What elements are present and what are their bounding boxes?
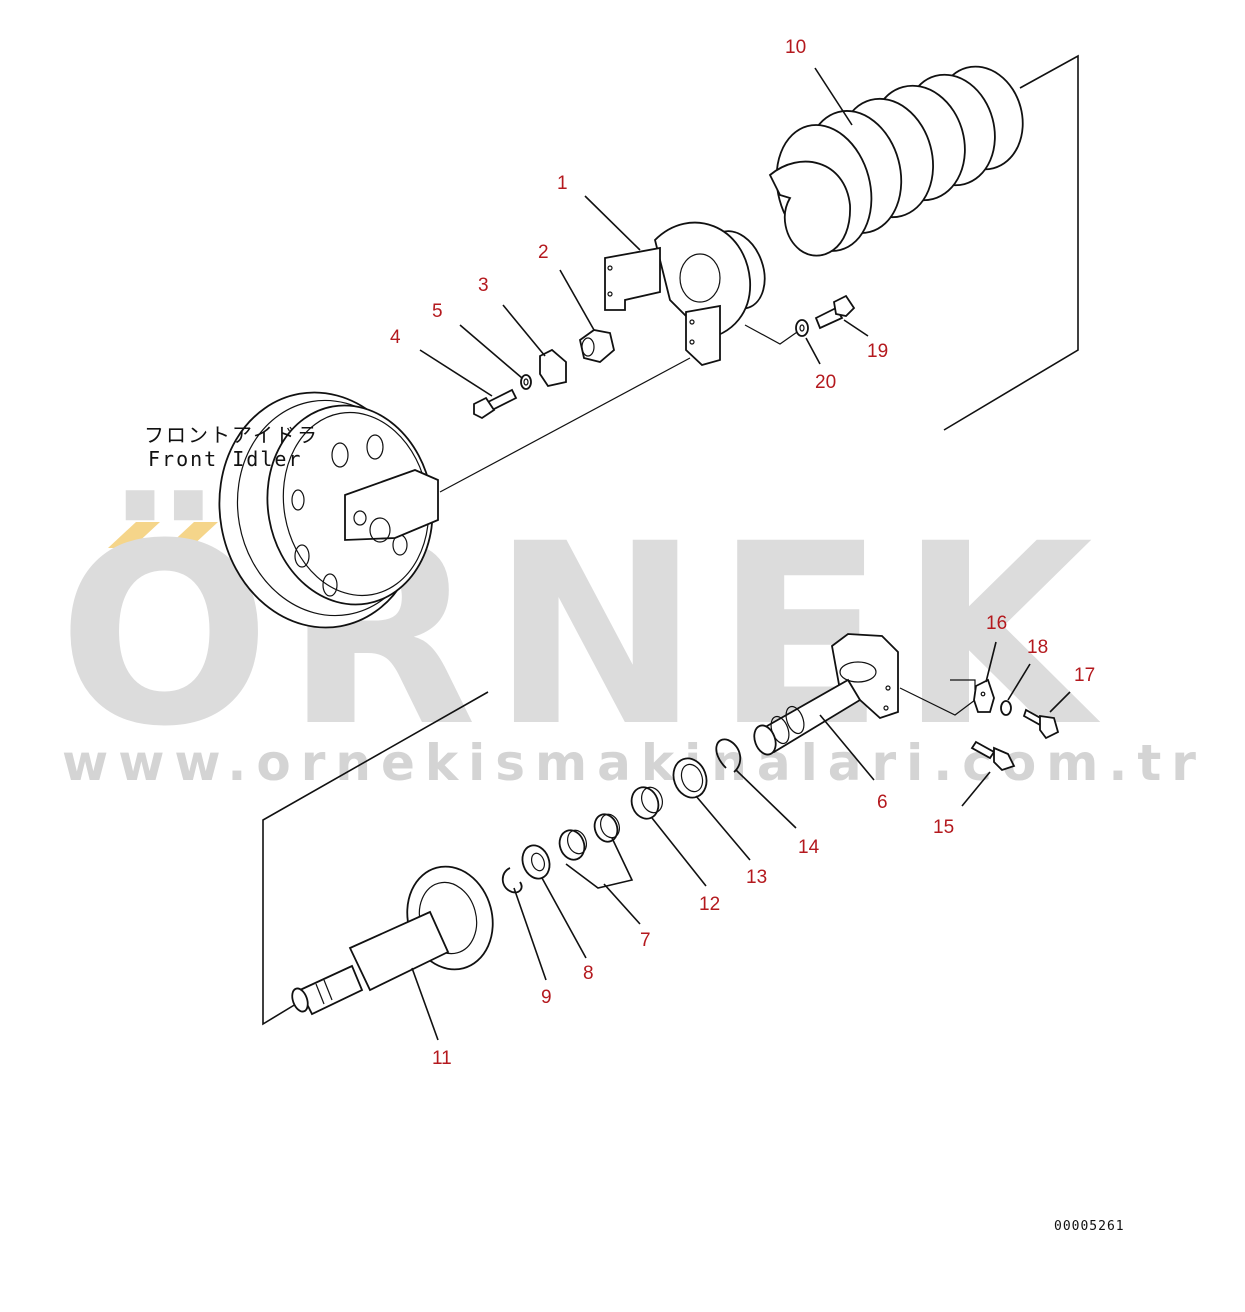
shaft-6-part: [753, 633, 899, 756]
callout-19: 19: [867, 341, 888, 362]
front-idler-wheel: [218, 391, 439, 629]
watermark-url: www.ornekismakinalari.com.tr: [62, 734, 1206, 792]
callout-18: 18: [1027, 637, 1048, 658]
leader-12: [651, 817, 707, 887]
leader-1: [584, 195, 641, 251]
callout-1: 1: [557, 173, 568, 194]
leader-4: [419, 349, 493, 397]
leader-11: [411, 967, 439, 1041]
callout-4: 4: [390, 327, 401, 348]
callout-12: 12: [699, 894, 720, 915]
yoke-part: [604, 221, 766, 367]
callout-17: 17: [1074, 665, 1095, 686]
leader-8: [541, 877, 587, 959]
leader-13: [695, 795, 751, 861]
leader-6: [819, 714, 875, 781]
fitting-15-part: [970, 740, 1016, 772]
callout-16: 16: [986, 613, 1007, 634]
shaft-11-part: [291, 865, 494, 1016]
snap-ring-9-part: [501, 867, 523, 894]
leader-lines: [411, 67, 1071, 1041]
leader-14: [735, 769, 797, 829]
caption-en: Front Idler: [148, 447, 302, 471]
callout-20: 20: [815, 372, 836, 393]
watermark-accent-mark-left: [108, 522, 160, 548]
callouts: 1 2 3 4 5 6 7 8 9 10 11 12 13 14 15 16 1…: [390, 37, 1095, 1069]
bearing-13-part: [672, 757, 708, 799]
callout-8: 8: [583, 963, 594, 984]
leader-15: [961, 771, 991, 807]
callout-6: 6: [877, 792, 888, 813]
bushing-7-part: [558, 813, 621, 861]
bushing-12-part: [630, 786, 663, 820]
callout-13: 13: [746, 867, 767, 888]
frame-upper: [943, 54, 1079, 431]
leader-7b: [603, 883, 641, 925]
watermark-accent-mark-right: [166, 522, 218, 548]
callout-10: 10: [785, 37, 806, 58]
callout-5: 5: [432, 301, 443, 322]
callout-2: 2: [538, 242, 549, 263]
washer-5-part: [520, 374, 532, 390]
callout-7: 7: [640, 930, 651, 951]
washer-18-part: [1000, 700, 1012, 716]
nut-part: [578, 329, 616, 363]
clip-16-part: [973, 678, 995, 713]
leader-3: [502, 304, 546, 357]
frame-lower: [262, 691, 489, 1026]
plate-part: [539, 348, 567, 388]
callout-3: 3: [478, 275, 489, 296]
leader-7: [565, 837, 634, 889]
callout-9: 9: [541, 987, 552, 1008]
leader-10: [814, 67, 853, 126]
leader-9: [513, 887, 547, 981]
bolt-4-part: [473, 388, 518, 420]
washer-20-part: [795, 319, 809, 337]
leader-bracket-16: [899, 687, 976, 716]
spring-part: [768, 65, 1024, 257]
leader-16: [985, 641, 997, 683]
snap-ring-14-part: [715, 738, 742, 773]
leader-19: [843, 319, 869, 337]
centre-line-upper: [439, 357, 691, 493]
leader-5: [459, 324, 523, 379]
bolt-19-part: [814, 294, 856, 330]
leader-17: [1049, 691, 1071, 713]
leader-18: [1007, 663, 1031, 701]
bolt-17-part: [1022, 708, 1060, 740]
seal-8-part: [521, 844, 551, 880]
callout-11: 11: [432, 1048, 452, 1069]
caption-jp: フロントアイドラ: [144, 423, 319, 447]
leader-20: [805, 337, 821, 365]
document-number: 00005261: [1054, 1219, 1125, 1234]
leader-2: [559, 269, 595, 331]
callout-15: 15: [933, 817, 954, 838]
callout-14: 14: [798, 837, 820, 858]
leader-bolt-19: [744, 324, 801, 345]
